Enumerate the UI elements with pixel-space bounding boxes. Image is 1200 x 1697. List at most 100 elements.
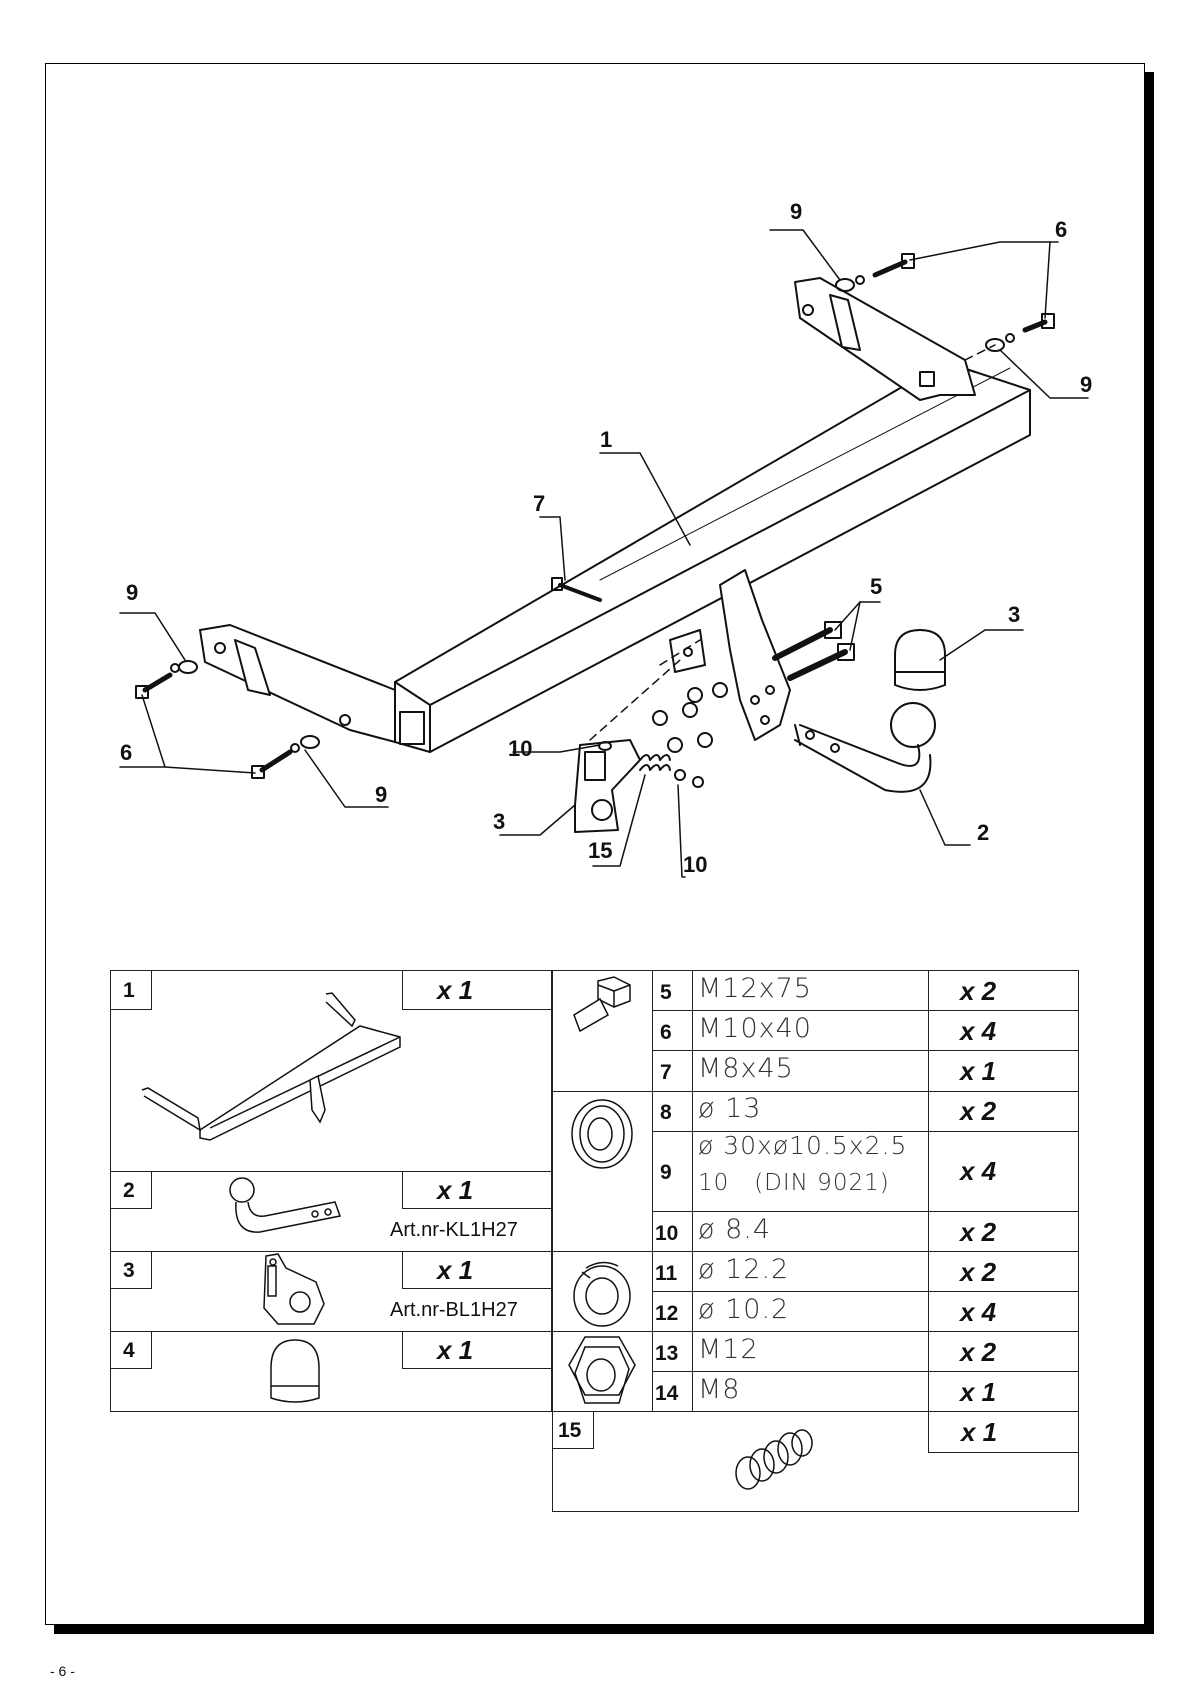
left-side-bracket — [199, 624, 396, 743]
part-number: 8 — [660, 1101, 672, 1124]
row-divider — [652, 1131, 1079, 1132]
part-spec: M8x45 — [698, 1053, 794, 1084]
part-number: 4 — [123, 1339, 135, 1362]
row-divider — [110, 1251, 552, 1252]
part-qty: x 2 — [960, 1337, 997, 1367]
part-4-qty-cell: x 1 — [402, 1331, 552, 1369]
crossbeam — [394, 361, 1031, 753]
part-2-article-number: Art.nr-KL1H27 — [390, 1219, 518, 1241]
part-number: 10 — [655, 1222, 679, 1245]
part-number: 15 — [558, 1419, 582, 1442]
part-spec: M8 — [698, 1374, 741, 1405]
part-spec: ø 10.2 — [698, 1294, 790, 1325]
part-number: 5 — [660, 981, 672, 1004]
part-number: 12 — [655, 1302, 679, 1325]
callout-3-plate: 3 — [493, 809, 505, 834]
callout-2: 2 — [977, 820, 989, 845]
socket-plate-thumbnail-icon — [263, 1253, 325, 1325]
part-2-number-cell: 2 — [110, 1171, 152, 1209]
ball-cap — [894, 629, 946, 691]
callout-9-top: 9 — [790, 199, 802, 224]
part-number: 3 — [123, 1259, 135, 1282]
spring-washer-icon — [573, 1261, 631, 1327]
row-divider — [652, 1010, 1079, 1011]
washers-nuts — [598, 682, 728, 788]
callout-3-cap: 3 — [1008, 602, 1020, 627]
part-qty: x 1 — [437, 1175, 474, 1205]
part-15-qty-cell: x 1 — [928, 1411, 1079, 1453]
part-qty: x 1 — [960, 1377, 997, 1407]
part-4-number-cell: 4 — [110, 1331, 152, 1369]
part-qty: x 4 — [960, 1016, 997, 1046]
part-qty: x 1 — [437, 1335, 474, 1365]
part-spec: ø 8.4 — [698, 1214, 772, 1245]
leader-lines — [119, 229, 1089, 878]
part-spec: M10x40 — [698, 1013, 812, 1044]
right-side-bracket — [794, 277, 976, 401]
washer-icon — [571, 1099, 633, 1169]
callout-labels: 1 2 3 3 5 6 6 7 9 9 9 9 10 10 15 — [120, 199, 1092, 877]
part-qty: x 1 — [437, 1255, 474, 1285]
nut-icon — [568, 1336, 636, 1404]
page-number: - 6 - — [50, 1663, 75, 1679]
column-divider — [652, 970, 653, 1412]
callout-9-left: 9 — [126, 580, 138, 605]
part-number: 2 — [123, 1179, 135, 1202]
callout-1: 1 — [600, 427, 612, 452]
part-qty: x 2 — [960, 1257, 997, 1287]
part-15-number-cell: 15 — [552, 1411, 594, 1449]
part-number: 7 — [660, 1061, 672, 1084]
part-qty: x 4 — [960, 1297, 997, 1327]
part-3-number-cell: 3 — [110, 1251, 152, 1289]
left-fasteners — [135, 577, 602, 779]
column-divider — [928, 970, 929, 1412]
right-fasteners — [835, 253, 1055, 352]
part-1-qty-cell: x 1 — [402, 970, 552, 1010]
ball-neck — [794, 702, 936, 793]
part-2-qty-cell: x 1 — [402, 1171, 552, 1209]
row-divider — [652, 1371, 1079, 1372]
part-3-qty-cell: x 1 — [402, 1251, 552, 1289]
callout-5: 5 — [870, 574, 882, 599]
part-number: 9 — [660, 1161, 672, 1184]
group-divider — [552, 1251, 1079, 1252]
row-divider — [110, 1171, 552, 1172]
row-divider — [652, 1291, 1079, 1292]
exploded-assembly-drawing: 1 2 3 3 5 6 6 7 9 9 9 9 10 10 15 — [119, 199, 1092, 878]
callout-10-right: 10 — [683, 852, 707, 877]
part-3-article-number: Art.nr-BL1H27 — [390, 1299, 518, 1321]
ball-cap-thumbnail-icon — [270, 1339, 320, 1403]
column-divider — [692, 970, 693, 1412]
socket-plate — [574, 739, 641, 833]
callout-7: 7 — [533, 491, 545, 516]
callout-6-right: 6 — [1055, 217, 1067, 242]
part-spec: M12 — [698, 1334, 759, 1365]
part-qty: x 4 — [960, 1156, 997, 1186]
part-15-box — [552, 1411, 1079, 1512]
part-qty: x 1 — [437, 975, 474, 1005]
part-number: 1 — [123, 979, 135, 1002]
part-spec: M12x75 — [698, 973, 812, 1004]
spring-icon — [735, 1429, 813, 1490]
group-divider — [552, 1091, 1079, 1092]
ball-neck-thumbnail-icon — [229, 1177, 341, 1233]
parts-table-left — [110, 970, 552, 1412]
bolt-icon — [573, 976, 631, 1033]
callout-9-right: 9 — [1080, 372, 1092, 397]
spring-small — [639, 754, 671, 771]
part-qty: x 2 — [960, 1096, 997, 1126]
part-qty: x 1 — [960, 1056, 997, 1086]
callout-10-left: 10 — [508, 736, 532, 761]
crossbeam-thumbnail-icon — [141, 992, 401, 1141]
part-spec: ø 12.2 — [698, 1254, 790, 1285]
part-number: 11 — [655, 1262, 678, 1285]
part-qty: x 2 — [960, 976, 997, 1006]
part-qty: x 2 — [960, 1217, 997, 1247]
part-1-number-cell: 1 — [110, 970, 152, 1010]
callout-15: 15 — [588, 838, 612, 863]
bolts-m12 — [772, 621, 855, 681]
row-divider — [652, 1211, 1079, 1212]
part-number: 13 — [655, 1342, 679, 1365]
callout-9-bottom: 9 — [375, 782, 387, 807]
part-number: 14 — [655, 1382, 679, 1405]
